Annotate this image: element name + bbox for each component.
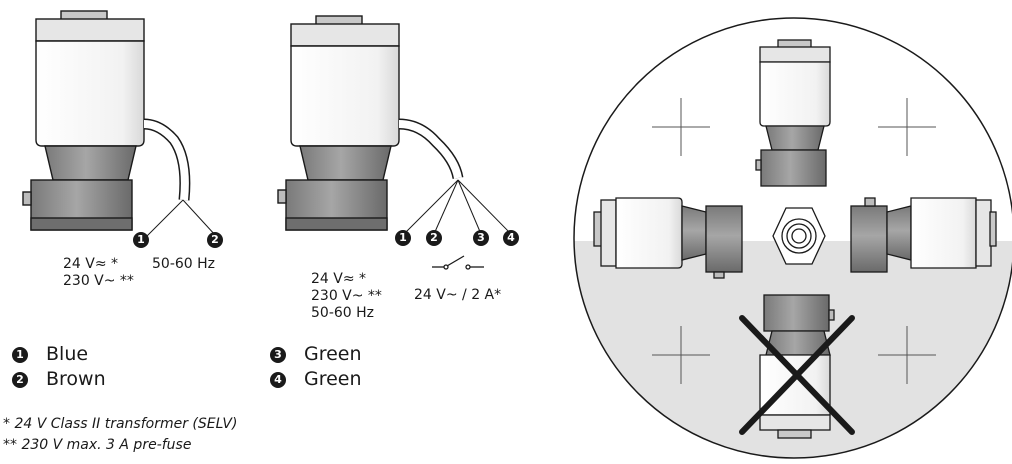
crosshair-marks [652,98,936,384]
voltage-230v-label: 230 V~ ** [63,273,134,289]
footnote-transformer: * 24 V Class II transformer (SELV) [3,416,238,432]
frequency-label: 50-60 Hz [152,256,216,272]
actuator-horizontal-right [850,197,997,273]
actuator-2wire [22,10,217,237]
actuator-upside-down [759,294,835,439]
footnote-prefuse: ** 230 V max. 3 A pre-fuse [3,437,192,453]
valve-nut [772,207,826,265]
not-allowed-cross-icon [739,315,855,435]
wire-marker-2: 2 [426,226,460,248]
actuator-upright [755,39,831,187]
voltage-24v-label: 24 V≈ * [63,256,119,272]
wire-marker-2: 2 [207,228,241,250]
actuator-horizontal-left [593,197,743,279]
switch-rating-label: 24 V~ / 2 A* [414,287,502,303]
voltage-230v-label: 230 V~ ** [311,288,382,304]
wire-marker-1: 1 [395,226,429,248]
frequency-label: 50-60 Hz [311,305,375,321]
mounting-position-circle [573,17,1012,459]
actuator-4wire [277,15,512,235]
wire-marker-3: 3 [473,226,507,248]
wire-marker-4: 4 [503,226,537,248]
switch-symbol [432,255,484,270]
wire-marker-1: 1 [133,228,167,250]
voltage-24v-label: 24 V≈ * [311,271,367,287]
